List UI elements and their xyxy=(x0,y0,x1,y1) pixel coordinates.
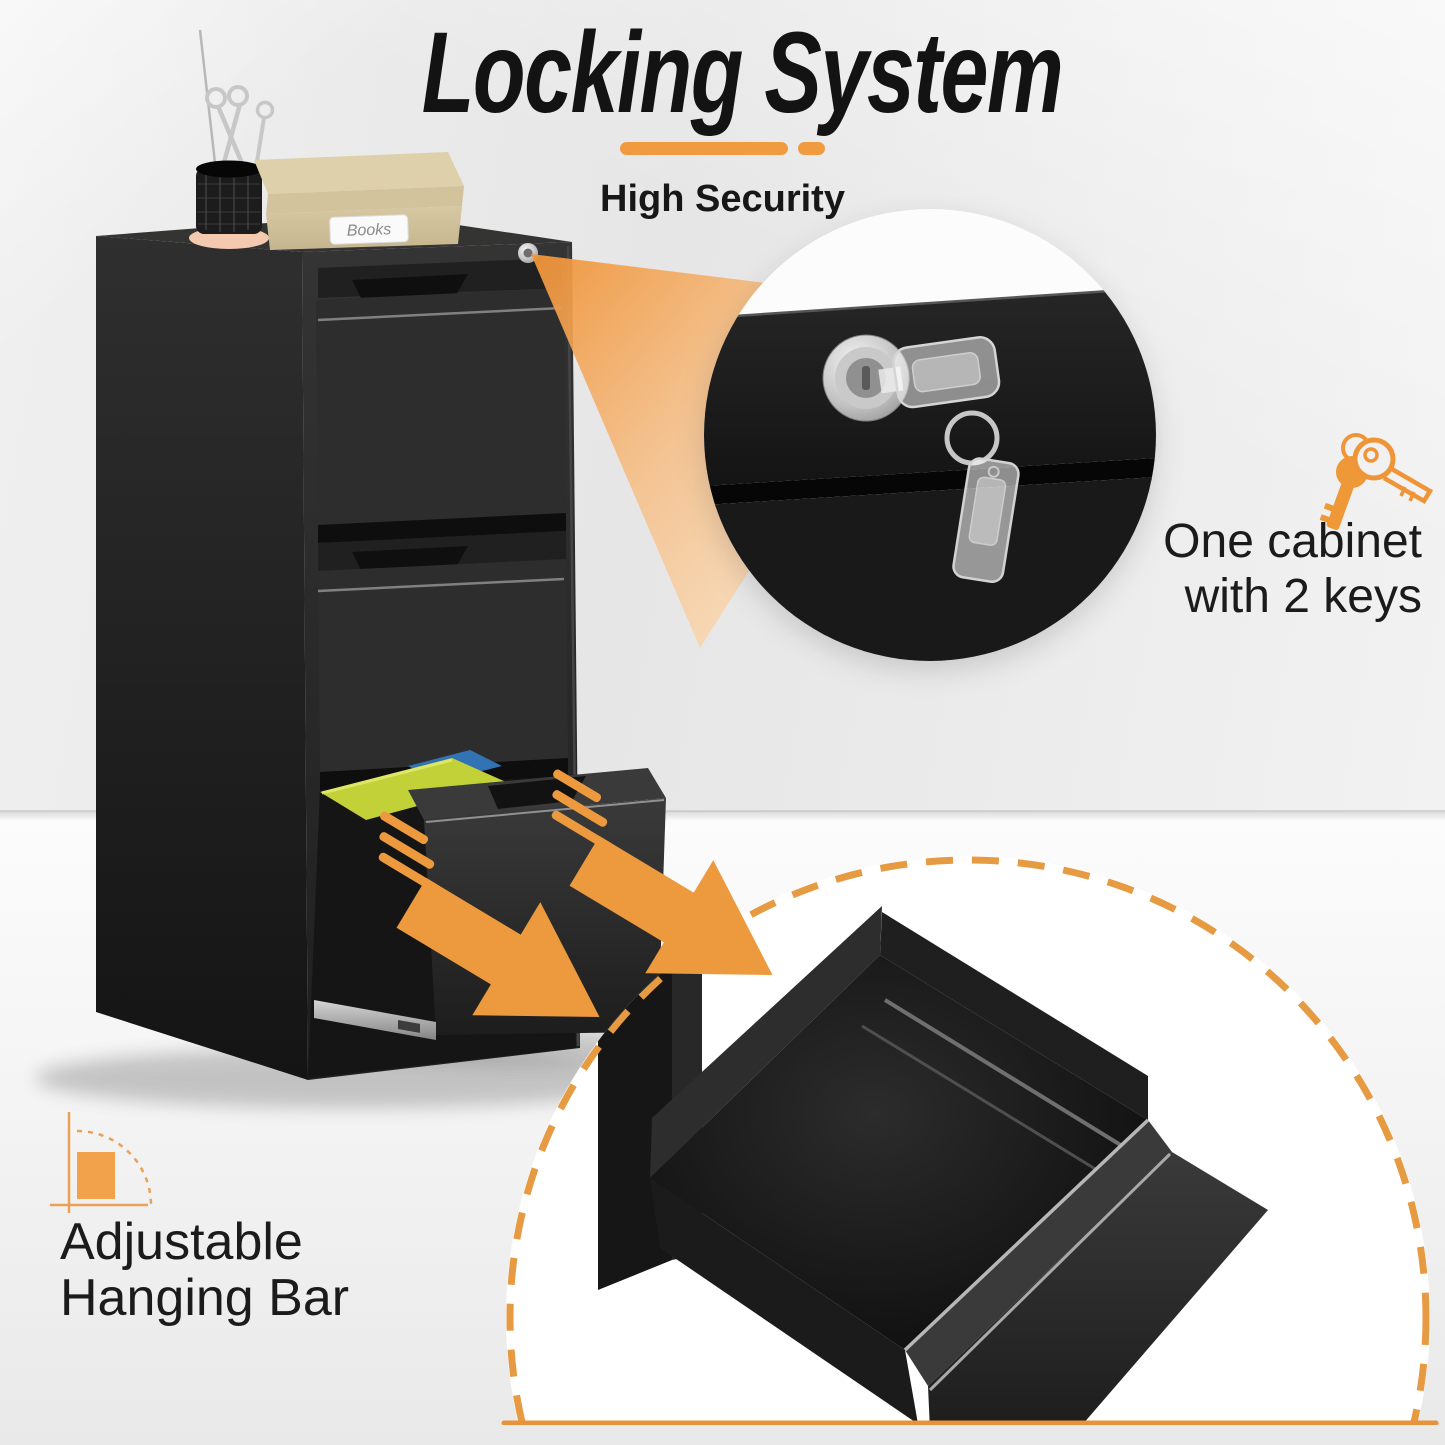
lock-zoom-callout xyxy=(704,209,1156,661)
keys-feature-line1: One cabinet xyxy=(1163,515,1422,568)
open-drawer-right-wall xyxy=(880,912,1148,1120)
hanging-bar-line1: Adjustable xyxy=(60,1213,303,1271)
title-text: Locking System xyxy=(421,9,1063,137)
callout-groove xyxy=(704,458,1156,505)
subtitle: High Security xyxy=(600,178,845,220)
drawer-groove xyxy=(318,513,566,543)
keys-feature-text: One cabinet with 2 keys xyxy=(1163,514,1422,624)
hanging-bar-icon xyxy=(50,1112,153,1213)
hanging-bar-feature-text: Adjustable Hanging Bar xyxy=(60,1214,349,1326)
open-drawer-interior xyxy=(650,955,1148,1350)
title-underline-dash xyxy=(798,142,825,155)
callout-lower-panel xyxy=(704,477,1156,661)
dashed-zoom-ring xyxy=(506,856,1430,1425)
inserted-key xyxy=(878,336,1001,409)
hanging-bar-rail xyxy=(861,1024,1111,1180)
open-drawer-front-top xyxy=(905,1120,1172,1386)
pen-cup xyxy=(189,160,269,249)
cabinet-side-face xyxy=(96,236,308,1080)
title-underline xyxy=(620,142,788,155)
page-title: Locking System xyxy=(0,16,1445,131)
wall-floor-edge xyxy=(0,810,1445,821)
desk-props: Books xyxy=(189,29,464,250)
arrow-right xyxy=(551,769,773,976)
arrow-left xyxy=(378,811,600,1018)
keys-feature-line2: with 2 keys xyxy=(1184,570,1422,623)
open-drawer-left-wall xyxy=(650,1178,918,1424)
storage-box: Books xyxy=(254,152,464,250)
open-drawer-front-panel xyxy=(928,1152,1268,1425)
drawer-zoom-callout xyxy=(501,856,1439,1425)
hanging-bar-square xyxy=(77,1152,115,1199)
file-folder-green xyxy=(320,758,506,820)
box-label: Books xyxy=(346,221,391,240)
keys-icon xyxy=(1319,433,1434,530)
hanging-key xyxy=(952,457,1020,583)
drawer-2 xyxy=(317,531,568,790)
hanging-bar-rail xyxy=(883,998,1134,1154)
hanging-bar-line2: Hanging Bar xyxy=(60,1269,350,1327)
drawer-1 xyxy=(316,258,566,543)
scissors-in-cup xyxy=(205,85,275,171)
extension-arrows xyxy=(378,769,773,1018)
cabinet-lock-core xyxy=(523,248,533,258)
open-drawer-back-wall xyxy=(650,906,882,1178)
